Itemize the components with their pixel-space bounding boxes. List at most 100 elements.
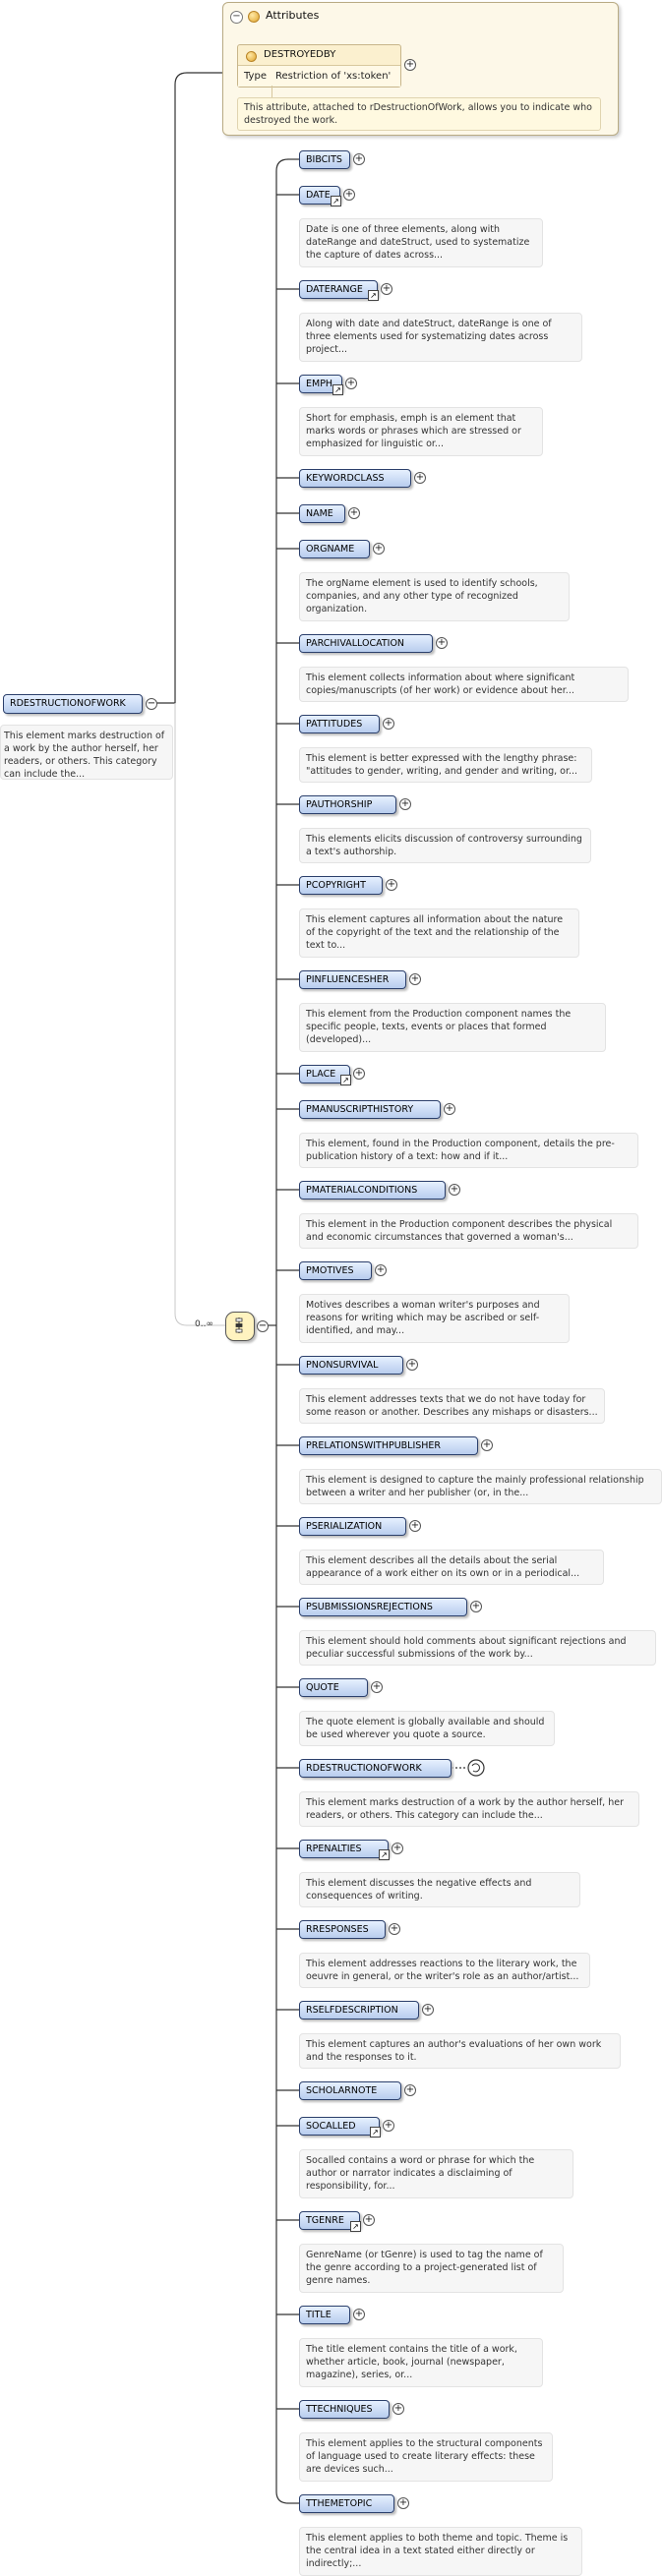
element-node-title[interactable]: TITLE <box>299 2306 350 2324</box>
element-node-rpenalties[interactable]: RPENALTIES↗ <box>299 1840 390 1860</box>
collapse-attributes-icon[interactable]: − <box>230 11 243 24</box>
expand-keywordclass-icon[interactable]: + <box>414 472 426 484</box>
expand-date-icon[interactable]: + <box>343 189 355 201</box>
element-description: Date is one of three elements, along wit… <box>299 218 543 267</box>
expand-psubmissionsrejections-icon[interactable]: + <box>470 1601 482 1612</box>
element-description: This element marks destruction of a work… <box>299 1791 639 1827</box>
expand-orgname-icon[interactable]: + <box>373 543 385 555</box>
element-node-name[interactable]: NAME <box>299 504 345 523</box>
element-node-scholarnote[interactable]: SCHOLARNOTE <box>299 2081 401 2100</box>
attribute-description: This attribute, attached to rDestruction… <box>237 97 601 131</box>
expand-pserialization-icon[interactable]: + <box>409 1520 421 1532</box>
element-node-pcopyright[interactable]: PCOPYRIGHT <box>299 876 383 895</box>
element-label: RSELFDESCRIPTION <box>306 2005 398 2016</box>
element-node-pmotives[interactable]: PMOTIVES <box>299 1261 372 1280</box>
expand-pattitudes-icon[interactable]: + <box>383 718 394 730</box>
element-node-place[interactable]: PLACE↗ <box>299 1065 351 1085</box>
expand-pnonsurvival-icon[interactable]: + <box>406 1359 418 1371</box>
expand-rpenalties-icon[interactable]: + <box>392 1843 403 1854</box>
element-node-socalled[interactable]: SOCALLED↗ <box>299 2117 381 2137</box>
element-description: GenreName (or tGenre) is used to tag the… <box>299 2244 564 2293</box>
expand-rselfdescription-icon[interactable]: + <box>422 2004 434 2016</box>
element-description: This element discusses the negative effe… <box>299 1872 580 1907</box>
element-node-prelationswithpublisher[interactable]: PRELATIONSWITHPUBLISHER <box>299 1436 478 1455</box>
attribute-name: DESTROYEDBY <box>264 49 336 60</box>
element-description: The orgName element is used to identify … <box>299 572 570 621</box>
element-node-psubmissionsrejections[interactable]: PSUBMISSIONSREJECTIONS <box>299 1598 467 1616</box>
element-label: SOCALLED <box>306 2121 356 2132</box>
element-node-pserialization[interactable]: PSERIALIZATION <box>299 1517 406 1536</box>
element-label: RDESTRUCTIONOFWORK <box>306 1763 422 1774</box>
element-label: TTECHNIQUES <box>306 2404 373 2415</box>
choice-cardinality: 0..∞ <box>195 1319 213 1329</box>
expand-title-icon[interactable]: + <box>353 2309 365 2320</box>
collapse-root-icon[interactable]: − <box>146 698 157 710</box>
element-node-pmanuscripthistory[interactable]: PMANUSCRIPTHISTORY <box>299 1100 441 1119</box>
expand-daterange-icon[interactable]: + <box>381 283 392 295</box>
root-element-label: RDESTRUCTIONOFWORK <box>10 698 126 709</box>
element-node-keywordclass[interactable]: KEYWORDCLASS <box>299 469 411 488</box>
attribute-destroyedby[interactable]: DESTROYEDBY Type Restriction of 'xs:toke… <box>237 44 401 106</box>
collapse-choice-icon[interactable]: − <box>257 1320 269 1332</box>
element-description: Short for emphasis, emph is an element t… <box>299 407 543 456</box>
expand-name-icon[interactable]: + <box>348 507 360 519</box>
element-node-orgname[interactable]: ORGNAME <box>299 540 370 558</box>
element-node-daterange[interactable]: DATERANGE↗ <box>299 280 379 301</box>
expand-bibcits-icon[interactable]: + <box>353 153 365 165</box>
attributes-header[interactable]: − Attributes <box>223 3 618 30</box>
element-node-pmaterialconditions[interactable]: PMATERIALCONDITIONS <box>299 1181 446 1200</box>
element-node-rselfdescription[interactable]: RSELFDESCRIPTION <box>299 2001 419 2020</box>
element-description: Socalled contains a word or phrase for w… <box>299 2149 573 2198</box>
element-description: This element is designed to capture the … <box>299 1469 662 1504</box>
expand-pauthorship-icon[interactable]: + <box>399 798 411 810</box>
expand-tthemetopic-icon[interactable]: + <box>397 2497 409 2509</box>
element-node-bibcits[interactable]: BIBCITS <box>299 150 350 169</box>
expand-pinfluencesher-icon[interactable]: + <box>409 973 421 985</box>
reference-arrow-icon: ↗ <box>331 196 341 206</box>
element-node-tgenre[interactable]: TGENRE↗ <box>299 2211 361 2232</box>
expand-pmanuscripthistory-icon[interactable]: + <box>444 1103 455 1115</box>
expand-rresponses-icon[interactable]: + <box>389 1923 400 1935</box>
element-node-pattitudes[interactable]: PATTITUDES <box>299 715 380 733</box>
element-label: KEYWORDCLASS <box>306 473 385 484</box>
attribute-type-value: Restriction of 'xs:token' <box>275 71 392 82</box>
element-description: This element is better expressed with th… <box>299 747 592 783</box>
element-label: PMATERIALCONDITIONS <box>306 1185 418 1196</box>
element-description: This element, found in the Production co… <box>299 1133 638 1168</box>
element-description: The quote element is globally available … <box>299 1711 555 1746</box>
expand-place-icon[interactable]: + <box>353 1068 365 1080</box>
element-label: DATERANGE <box>306 284 363 295</box>
reference-arrow-icon: ↗ <box>340 1075 351 1085</box>
element-node-rresponses[interactable]: RRESPONSES <box>299 1920 386 1939</box>
element-node-rdestructionofwork[interactable]: RDESTRUCTIONOFWORK <box>299 1759 452 1778</box>
expand-pcopyright-icon[interactable]: + <box>386 879 397 891</box>
choice-compositor[interactable] <box>225 1312 255 1341</box>
expand-prelationswithpublisher-icon[interactable]: + <box>481 1439 493 1451</box>
element-label: PNONSURVIVAL <box>306 1360 379 1371</box>
expand-attribute-icon[interactable]: + <box>404 59 416 71</box>
element-node-emph[interactable]: EMPH↗ <box>299 375 343 395</box>
element-description: Motives describes a woman writer's purpo… <box>299 1294 570 1343</box>
expand-pmaterialconditions-icon[interactable]: + <box>449 1184 460 1196</box>
element-node-quote[interactable]: QUOTE <box>299 1678 368 1697</box>
root-element-node[interactable]: RDESTRUCTIONOFWORK <box>3 694 143 714</box>
expand-quote-icon[interactable]: + <box>371 1681 383 1693</box>
attribute-icon <box>246 51 257 62</box>
expand-emph-icon[interactable]: + <box>345 378 357 389</box>
expand-tgenre-icon[interactable]: + <box>363 2214 375 2226</box>
expand-scholarnote-icon[interactable]: + <box>404 2084 416 2096</box>
expand-socalled-icon[interactable]: + <box>383 2120 394 2132</box>
element-description: This element should hold comments about … <box>299 1630 656 1666</box>
element-node-date[interactable]: DATE↗ <box>299 186 341 206</box>
element-node-ttechniques[interactable]: TTECHNIQUES <box>299 2400 390 2419</box>
element-node-pinfluencesher[interactable]: PINFLUENCESHER <box>299 970 406 989</box>
element-node-pauthorship[interactable]: PAUTHORSHIP <box>299 795 396 814</box>
expand-pmotives-icon[interactable]: + <box>375 1264 387 1276</box>
element-node-parchivallocation[interactable]: PARCHIVALLOCATION <box>299 634 433 653</box>
expand-parchivallocation-icon[interactable]: + <box>436 637 448 649</box>
element-node-tthemetopic[interactable]: TTHEMETOPIC <box>299 2494 394 2513</box>
element-description: The title element contains the title of … <box>299 2338 543 2387</box>
expand-ttechniques-icon[interactable]: + <box>392 2403 404 2415</box>
element-label: NAME <box>306 508 333 519</box>
element-node-pnonsurvival[interactable]: PNONSURVIVAL <box>299 1356 403 1375</box>
